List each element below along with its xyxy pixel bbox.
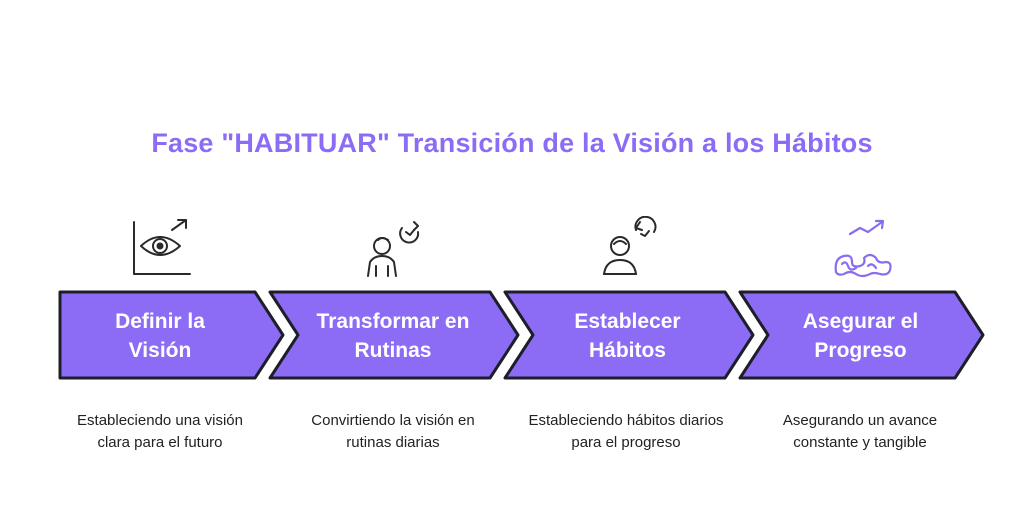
step-3-label: Establecer Hábitos <box>574 310 681 362</box>
chevron-step-1 <box>58 290 285 380</box>
person-refresh-icon <box>367 221 420 277</box>
diagram-title: Fase "HABITUAR" Transición de la Visión … <box>151 128 873 158</box>
step-4-description: Asegurando un avance constante y tangibl… <box>782 412 938 451</box>
progress-arrow-icon <box>834 219 892 278</box>
step-3-description: Estableciendo hábitos diarios para el pr… <box>528 412 724 451</box>
eye-growth-chart-icon <box>133 219 191 275</box>
step-2-label: Transformar en Rutinas <box>316 310 470 362</box>
step-1-description: Estableciendo una visión clara para el f… <box>77 412 243 451</box>
step-1-label: Definir la Visión <box>115 310 205 362</box>
step-4-label: Asegurar el Progreso <box>802 310 919 362</box>
person-cycle-icon <box>603 216 657 275</box>
chevron-step-2 <box>268 290 520 380</box>
step-2-description: Convirtiendo la visión en rutinas diaria… <box>311 412 475 451</box>
chevron-step-4 <box>738 290 985 380</box>
chevron-step-3 <box>503 290 755 380</box>
